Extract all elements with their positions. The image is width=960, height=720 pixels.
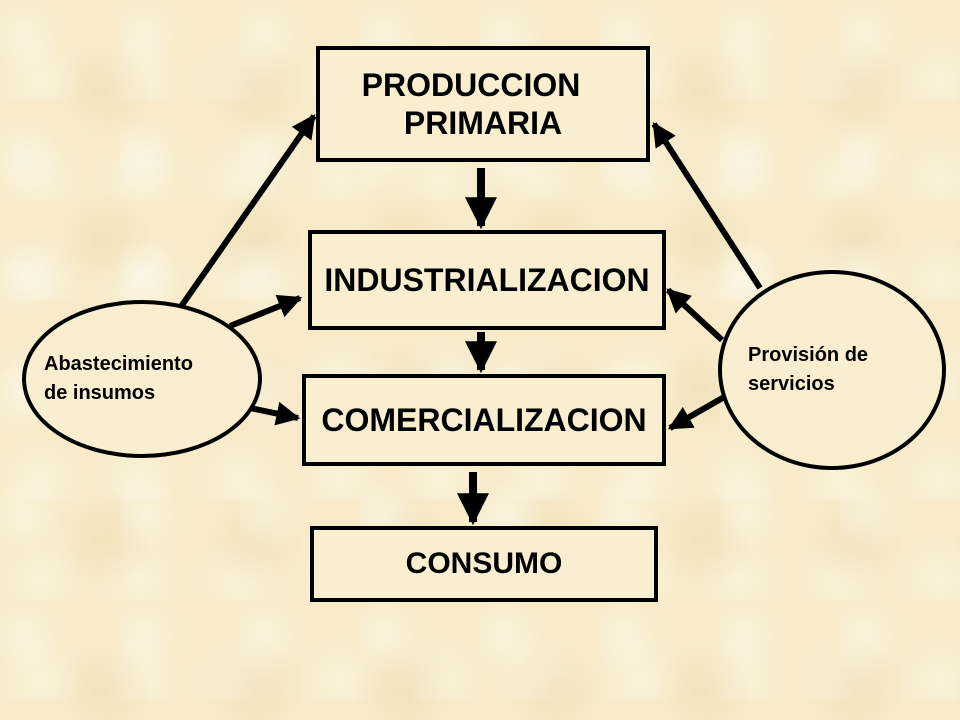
arrow-provision-to-industrializacion xyxy=(665,287,725,343)
comercializacion-box: COMERCIALIZACION xyxy=(302,374,666,466)
produccion-primaria-box: PRODUCCION PRIMARIA xyxy=(316,46,650,162)
provision-line2: servicios xyxy=(748,373,835,395)
provision-line1: Provisión de xyxy=(748,344,869,366)
consumo-label: CONSUMO xyxy=(405,547,563,580)
abastecimiento-ellipse: Abastecimiento de insumos xyxy=(22,300,262,458)
industrializacion-box: INDUSTRIALIZACION xyxy=(308,230,666,330)
industrializacion-label: INDUSTRIALIZACION xyxy=(324,261,650,298)
consumo-box: CONSUMO xyxy=(310,526,658,602)
arrow-abastecimiento-to-comercializacion xyxy=(249,401,301,426)
arrow-abastecimiento-to-produccion xyxy=(177,114,317,310)
arrow-provision-to-produccion xyxy=(651,121,763,290)
abastecimiento-line1: Abastecimiento xyxy=(44,353,193,375)
produccion-line2: PRIMARIA xyxy=(403,105,563,141)
arrow-provision-to-comercializacion xyxy=(667,393,728,431)
produccion-line1: PRODUCCION xyxy=(361,67,581,103)
arrow-abastecimiento-to-industrializacion xyxy=(228,294,303,329)
comercializacion-label: COMERCIALIZACION xyxy=(321,401,647,438)
abastecimiento-line2: de insumos xyxy=(44,382,156,404)
provision-ellipse: Provisión de servicios xyxy=(718,270,946,470)
